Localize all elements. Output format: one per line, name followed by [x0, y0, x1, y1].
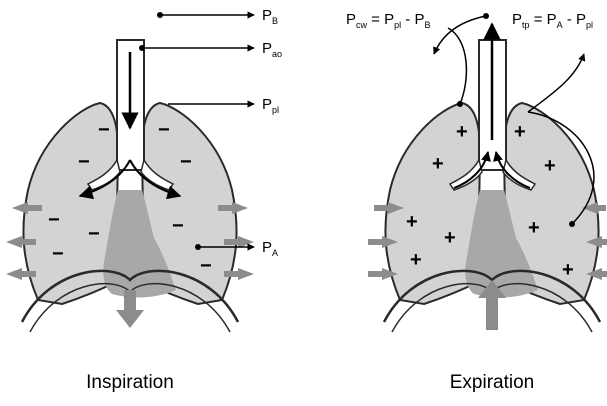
- alveolar-sign: −: [172, 215, 184, 237]
- alveolar-sign: −: [88, 223, 100, 245]
- caption-expiration: Expiration: [450, 372, 535, 393]
- pleural-sign: −: [158, 119, 170, 141]
- label-p-ao: Pao: [262, 40, 282, 59]
- ptp-curve-up: [528, 54, 584, 112]
- alveolar-sign: +: [444, 227, 456, 249]
- alveolar-sign: −: [78, 151, 90, 173]
- alveolar-sign: −: [200, 255, 212, 277]
- alveolar-sign: +: [528, 217, 540, 239]
- pcw-curve-to-pleura: [448, 28, 466, 104]
- pleural-sign: −: [98, 119, 110, 141]
- equation-p-tp: Ptp = PA - Ppl: [512, 11, 593, 30]
- alveolar-sign: +: [562, 259, 574, 281]
- alveolar-sign: −: [52, 243, 64, 265]
- alveolar-sign: +: [406, 211, 418, 233]
- alveolar-sign: −: [48, 209, 60, 231]
- label-p-pl: Ppl: [262, 96, 279, 115]
- inspiration-panel: − − − − − − − − − PB Pao Ppl PA Inspirat…: [6, 7, 282, 393]
- alveolar-sign: +: [432, 153, 444, 175]
- equation-p-cw: Pcw = Ppl - PB: [346, 11, 431, 30]
- caption-inspiration: Inspiration: [86, 372, 174, 393]
- alveolar-sign: +: [456, 121, 468, 143]
- alveolar-sign: −: [180, 151, 192, 173]
- label-p-b: PB: [262, 7, 278, 26]
- alveolar-sign: +: [544, 155, 556, 177]
- label-p-a: PA: [262, 239, 278, 258]
- alveolar-sign: +: [410, 249, 422, 271]
- expiration-panel: + + + + + + + + + Pcw = Ppl - PB Ptp = P…: [346, 11, 607, 393]
- alveolar-sign: +: [514, 121, 526, 143]
